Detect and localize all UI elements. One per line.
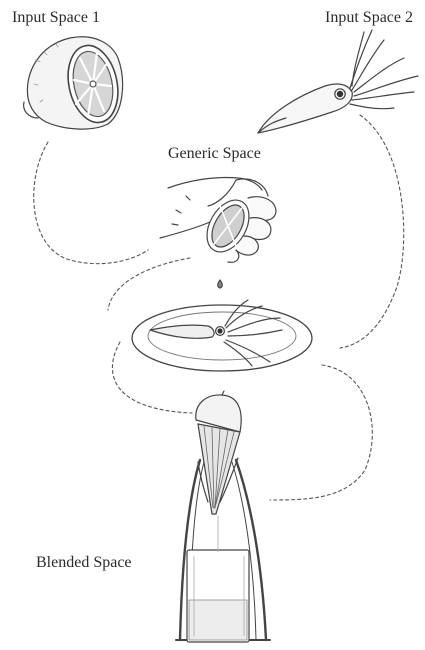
- connector-lemon-to-generic: [34, 142, 148, 264]
- plate-with-squid-icon: [132, 300, 312, 371]
- hand-squeezing-lemon-icon: [160, 177, 276, 262]
- squid-icon: [258, 30, 418, 133]
- juice-drop-icon: [218, 280, 223, 288]
- connector-plate-to-juicer-right: [270, 365, 372, 500]
- citrus-juicer-icon: [176, 391, 270, 642]
- connector-squid-to-plate: [340, 115, 404, 348]
- lemon-half-icon: [24, 37, 125, 129]
- connector-hand-to-plate: [108, 258, 190, 310]
